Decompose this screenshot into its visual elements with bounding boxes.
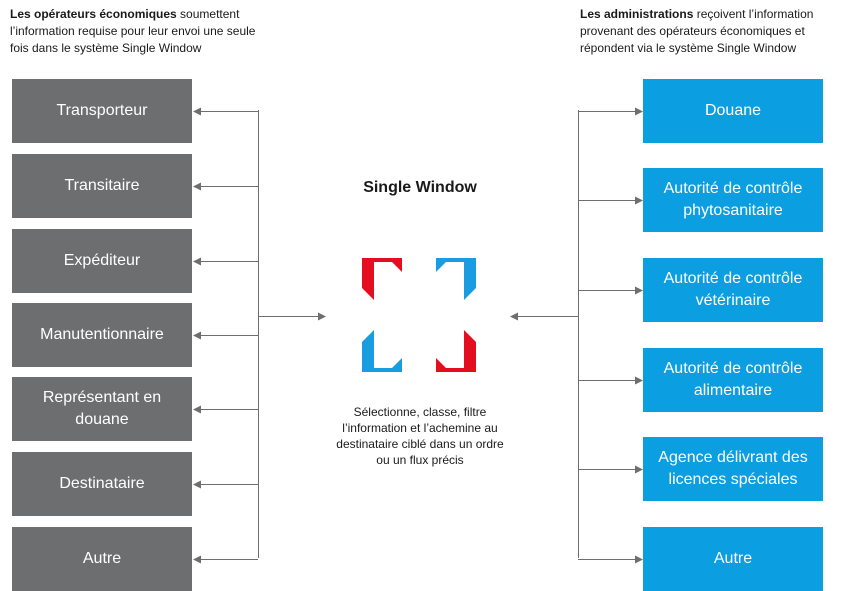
operator-box-autre: Autre [12, 527, 192, 591]
operator-arrowhead [193, 107, 201, 116]
administration-box-douane: Douane [643, 79, 823, 143]
single-window-description: Sélectionne, classe, filtre l’informatio… [336, 405, 504, 467]
administration-box-autre: Autre [643, 527, 823, 591]
administration-box-veterinaire: Autorité de contrôle vétérinaire [643, 258, 823, 322]
administrations-intro-text: reçoivent l’information provenant des op… [580, 7, 814, 55]
administration-arrowhead [635, 196, 643, 205]
operator-box-destinataire: Destinataire [12, 452, 192, 516]
operator-box-expediteur: Expéditeur [12, 229, 192, 293]
administration-box-alimentaire: Autorité de contrôle alimentaire [643, 348, 823, 412]
operator-arrowhead [193, 555, 201, 564]
operators-intro-text: soumettent l’information requise pour le… [10, 7, 256, 55]
administrations-trunk-arrowhead [510, 312, 518, 321]
administrations-intro: Les administrations reçoivent l’informat… [580, 6, 840, 57]
operators-trunk-arrowhead [318, 312, 326, 321]
logo-corner-bottom-right [436, 330, 476, 372]
operator-arrowhead [193, 182, 201, 191]
administration-arrowhead [635, 465, 643, 474]
administration-arrowhead [635, 286, 643, 295]
operator-box-transitaire: Transitaire [12, 154, 192, 218]
operator-box-representant-en-douane: Représentant en douane [12, 377, 192, 441]
administration-arrowhead [635, 107, 643, 116]
operators-intro-bold: Les opérateurs économiques [10, 7, 177, 21]
single-window-logo-icon [362, 258, 476, 372]
operator-arrowhead [193, 331, 201, 340]
administration-arrowhead [635, 376, 643, 385]
administrations-connector-tree [518, 110, 636, 560]
logo-corner-top-left [362, 258, 402, 300]
operator-arrowhead [193, 257, 201, 266]
operator-box-manutentionnaire: Manutentionnaire [12, 303, 192, 367]
administration-box-licences-speciales: Agence délivrant des licences spéciales [643, 437, 823, 501]
arrowheads [193, 107, 643, 564]
administrations-intro-bold: Les administrations [580, 7, 694, 21]
operator-arrowhead [193, 405, 201, 414]
administration-arrowhead [635, 555, 643, 564]
operator-box-transporteur: Transporteur [12, 79, 192, 143]
operators-connector-tree [200, 110, 318, 560]
single-window-title: Single Window [363, 179, 477, 196]
logo-corner-bottom-left [362, 330, 402, 372]
administration-box-phytosanitaire: Autorité de contrôle phytosanitaire [643, 168, 823, 232]
operator-arrowhead [193, 480, 201, 489]
logo-corner-top-right [436, 258, 476, 300]
operators-intro: Les opérateurs économiques soumettent l’… [10, 6, 260, 57]
